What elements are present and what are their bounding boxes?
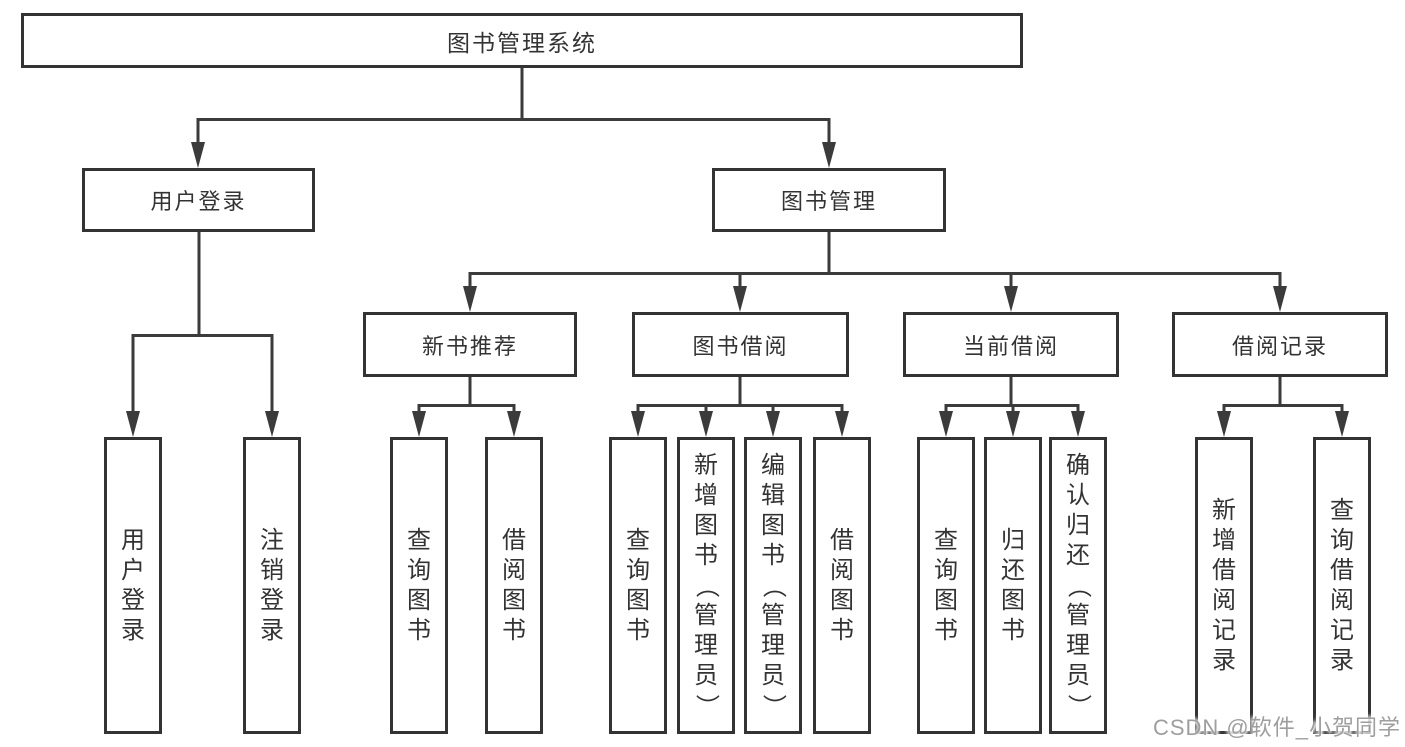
node-book-borrowing: 图书借阅: [632, 312, 849, 377]
leaf-query-borrow-record: 查询借阅记录: [1313, 437, 1371, 734]
leaf-edit-books-admin: 编辑图书（管理员）: [744, 437, 802, 734]
node-borrowing-records: 借阅记录: [1172, 312, 1388, 377]
node-current-borrowing: 当前借阅: [903, 312, 1119, 377]
leaf-confirm-return-admin: 确认归还（管理员）: [1049, 437, 1107, 734]
node-user-login-branch: 用户登录: [82, 168, 315, 232]
leaf-query-books-recommend: 查询图书: [390, 437, 448, 734]
leaf-borrow-books-recommend: 借阅图书: [485, 437, 543, 734]
leaf-add-borrow-record: 新增借阅记录: [1195, 437, 1253, 734]
leaf-add-books-admin: 新增图书（管理员）: [677, 437, 735, 734]
leaf-query-books-borrowing: 查询图书: [609, 437, 667, 734]
leaf-logout: 注销登录: [243, 437, 301, 734]
leaf-user-login: 用户登录: [104, 437, 162, 734]
node-new-book-recommendation: 新书推荐: [363, 312, 577, 377]
leaf-query-books-current: 查询图书: [917, 437, 975, 734]
csdn-watermark: CSDN @软件_小贺同学: [1152, 715, 1401, 740]
leaf-borrow-books-borrowing: 借阅图书: [813, 437, 871, 734]
node-book-management-branch: 图书管理: [712, 168, 946, 232]
leaf-return-books: 归还图书: [984, 437, 1042, 734]
node-library-management-system: 图书管理系统: [21, 13, 1023, 68]
